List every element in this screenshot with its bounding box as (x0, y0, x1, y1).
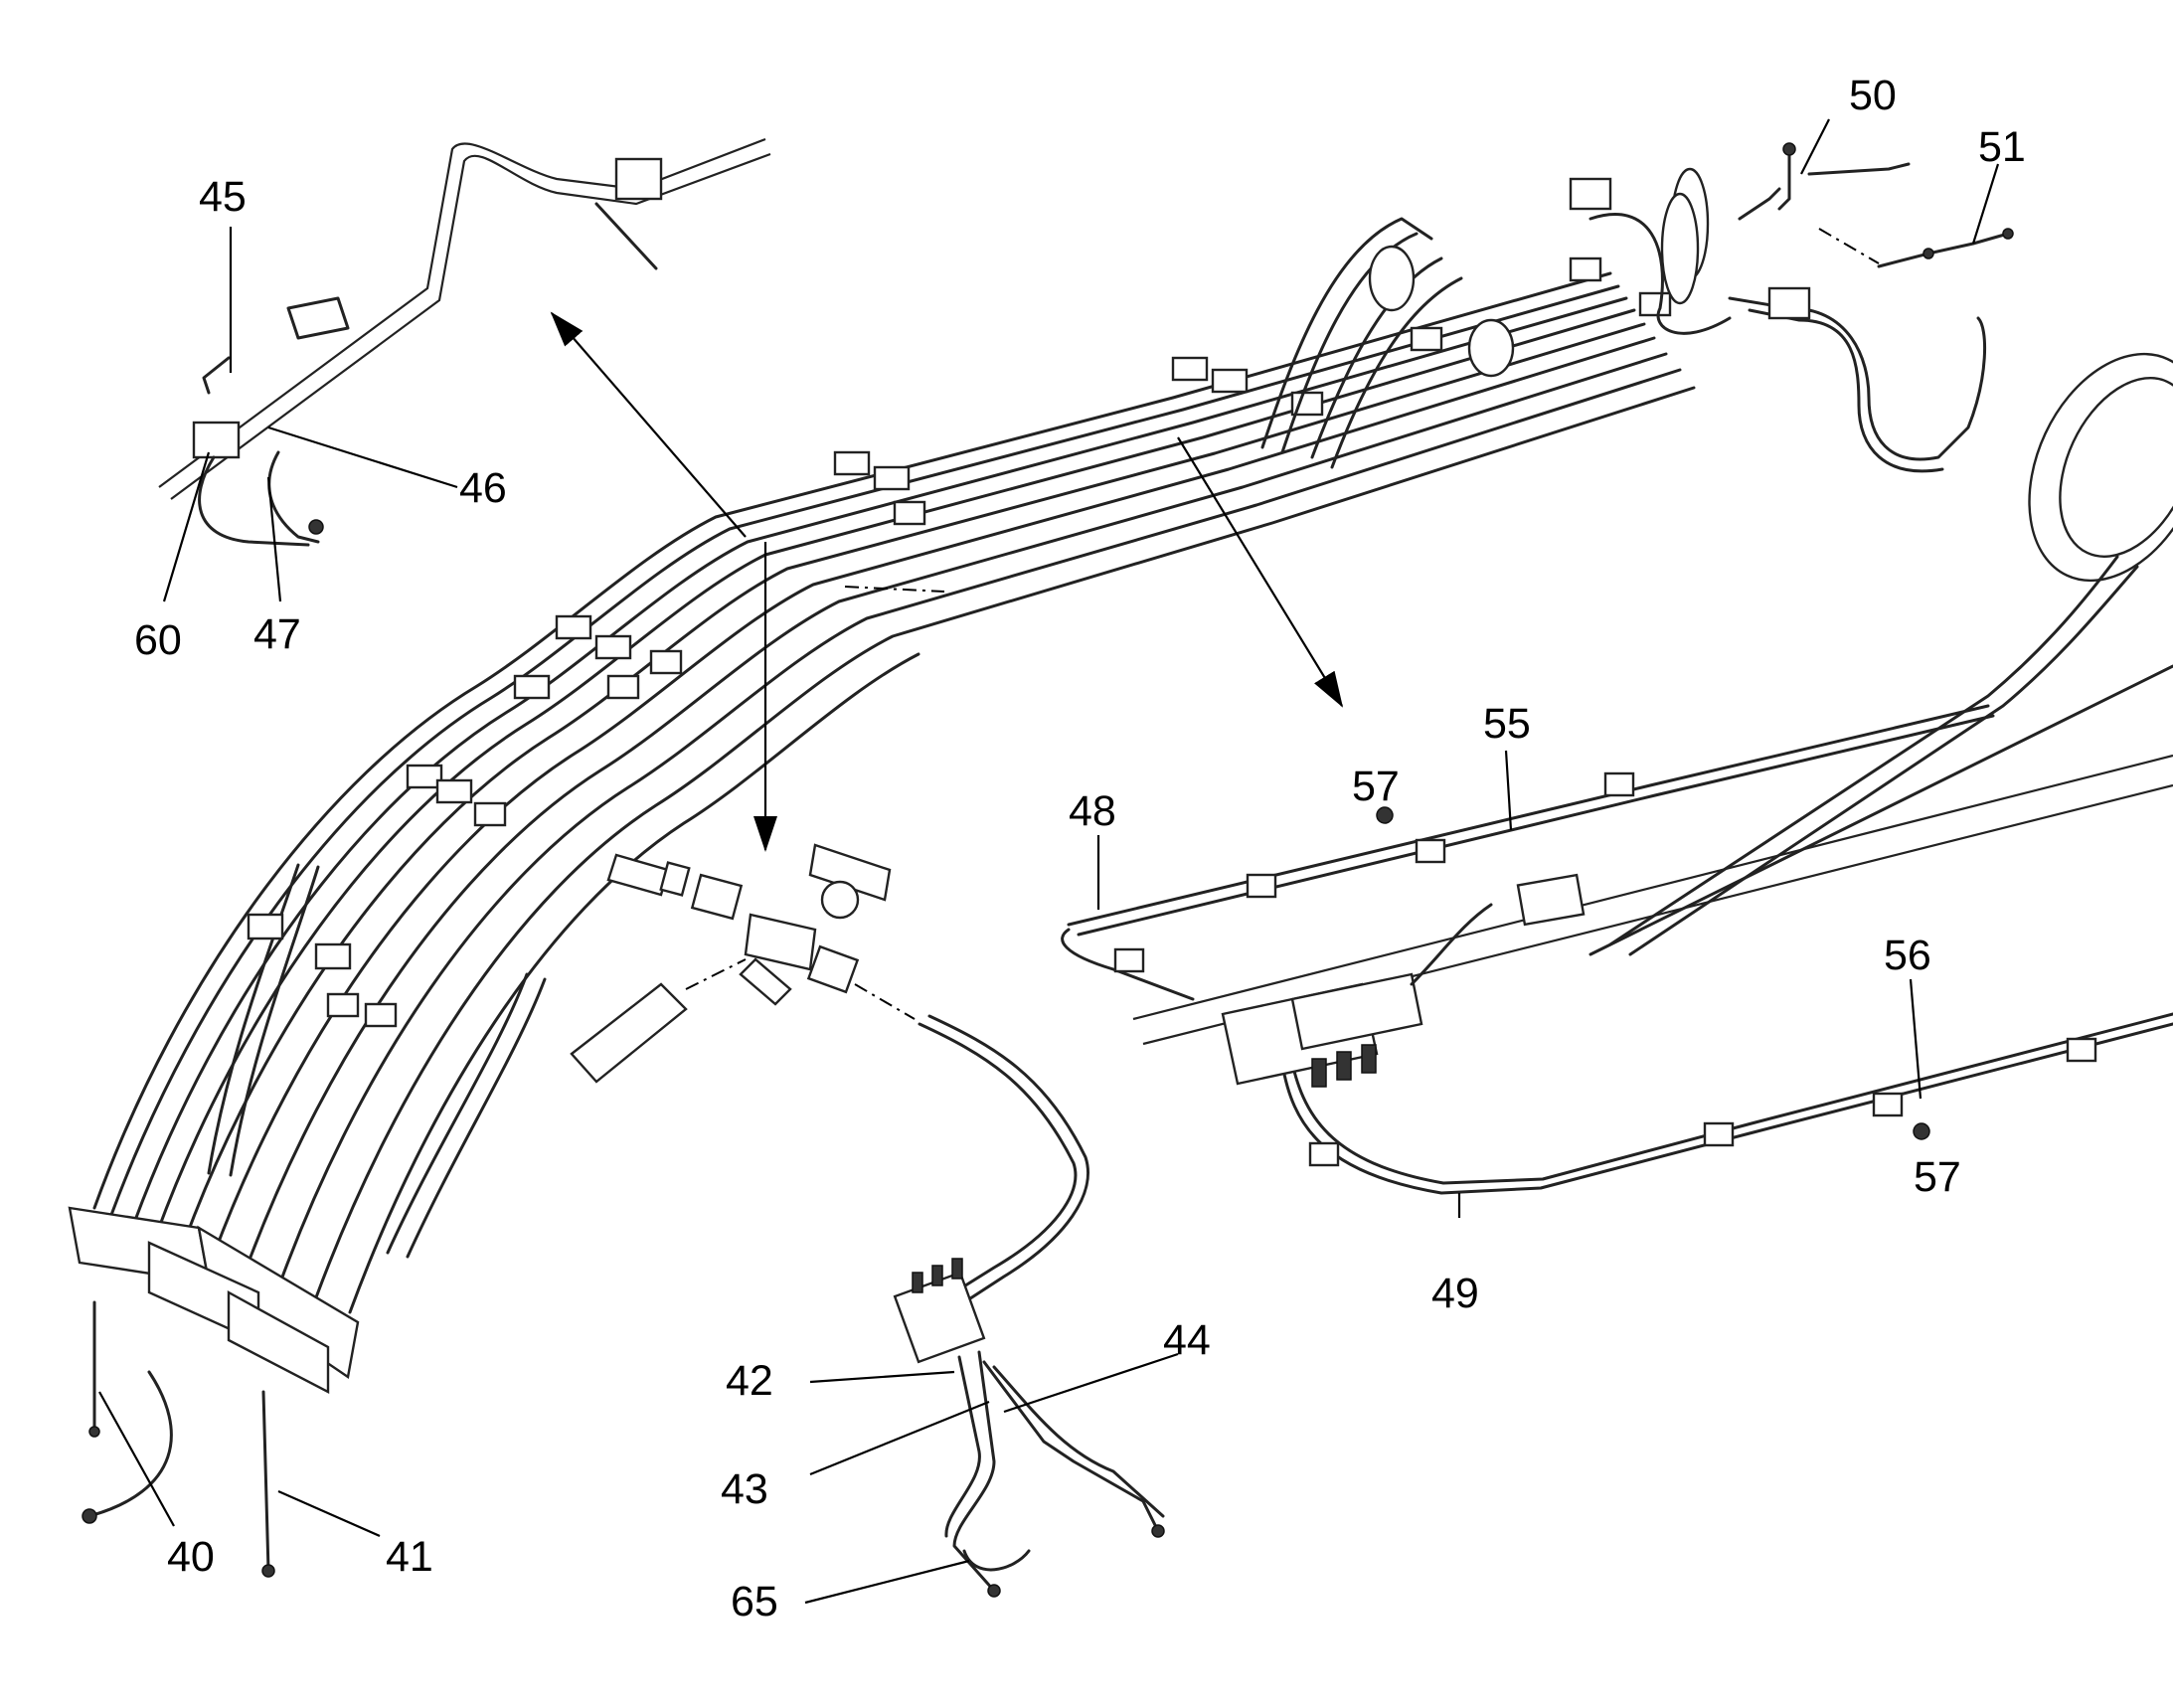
hose-clamps (247, 256, 1672, 1028)
base-manifold (68, 1206, 360, 1578)
label-43: 43 (721, 1465, 768, 1513)
label-57-lower: 57 (1914, 1153, 1961, 1201)
label-42: 42 (726, 1357, 773, 1405)
direction-arrows (550, 311, 1344, 852)
label-40: 40 (167, 1533, 215, 1581)
label-48: 48 (1069, 787, 1116, 835)
label-46: 46 (459, 464, 507, 512)
leader-lines (98, 118, 2000, 1605)
upper-left-detail (158, 137, 771, 547)
label-65: 65 (731, 1578, 778, 1625)
label-51: 51 (1978, 123, 2026, 171)
label-49: 49 (1431, 1270, 1479, 1317)
label-47: 47 (253, 610, 301, 658)
cross-fitting-detail (570, 586, 1089, 1304)
lower-valve-assembly (893, 1258, 1165, 1598)
upper-right-hoses (1260, 167, 1986, 473)
flange-ring (2028, 352, 2173, 583)
label-45: 45 (199, 173, 247, 221)
label-60: 60 (134, 616, 182, 664)
main-hose-bundle (92, 271, 1696, 1314)
label-55: 55 (1483, 700, 1531, 748)
long-lines-assembly (1061, 555, 2173, 1195)
label-41: 41 (386, 1533, 433, 1581)
label-44: 44 (1163, 1316, 1211, 1364)
label-50: 50 (1849, 72, 1897, 119)
label-56: 56 (1884, 932, 1931, 979)
small-parts-50-51 (1777, 142, 2014, 268)
label-57-upper: 57 (1352, 763, 1400, 810)
reference-labels: 45 46 60 47 40 41 42 43 44 65 48 49 50 5… (134, 72, 2026, 1625)
